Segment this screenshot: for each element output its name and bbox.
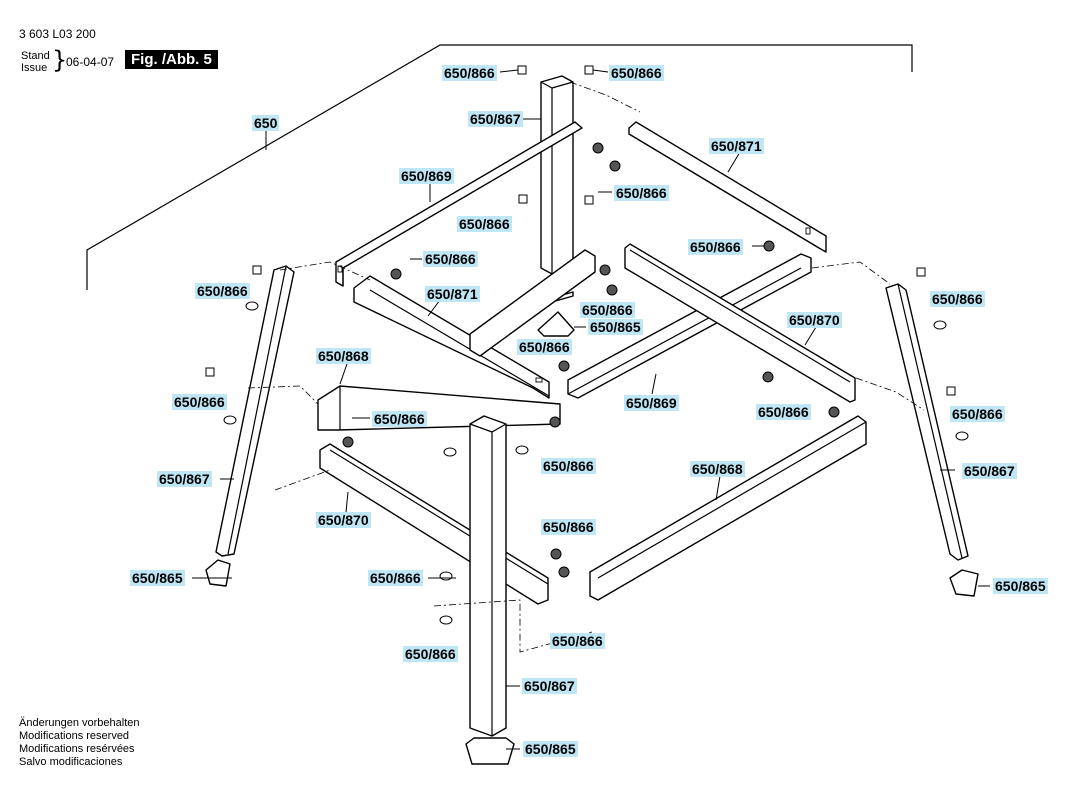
rail-871-back bbox=[628, 121, 827, 253]
callout-650-868-left: 650/868 bbox=[316, 348, 371, 364]
callout-650-866-mid: 650/866 bbox=[372, 411, 427, 427]
footer-line-en: Modifications reserved bbox=[19, 730, 130, 742]
callout-650-866-center-left: 650/866 bbox=[457, 216, 512, 232]
callout-650: 650 bbox=[252, 115, 280, 131]
footer-line-es: Salvo modificaciones bbox=[19, 756, 123, 768]
document-number: 3 603 L03 200 bbox=[19, 27, 96, 41]
callout-650-866-bottom-bolt: 650/866 bbox=[403, 646, 458, 662]
callout-650-866-left-leg: 650/866 bbox=[195, 283, 250, 299]
callout-650-870-right: 650/870 bbox=[787, 312, 842, 328]
callout-650-869-top: 650/869 bbox=[399, 168, 454, 184]
callout-650-865-left: 650/865 bbox=[130, 570, 185, 586]
leader-lines bbox=[192, 69, 990, 750]
footer-line-de: Änderungen vorbehalten bbox=[19, 717, 140, 729]
callout-650-866-right-crossbar: 650/866 bbox=[688, 239, 743, 255]
callout-650-865-right: 650/865 bbox=[993, 578, 1048, 594]
issue-label: Issue bbox=[21, 62, 48, 74]
inner-rail-right bbox=[624, 243, 856, 403]
issue-date: 06-04-07 bbox=[66, 55, 115, 69]
rail-868-right bbox=[589, 415, 867, 601]
callout-650-866-top-right: 650/866 bbox=[609, 65, 664, 81]
footer-line-fr: Modifications resérvées bbox=[19, 743, 135, 755]
callout-650-869-center: 650/869 bbox=[624, 395, 679, 411]
brace-symbol: } bbox=[52, 46, 68, 74]
callout-650-865-center: 650/865 bbox=[588, 319, 643, 335]
callout-650-866-center-low: 650/866 bbox=[580, 302, 635, 318]
callout-650-867-front: 650/867 bbox=[522, 678, 577, 694]
nuts bbox=[342, 142, 840, 578]
callout-650-871-right: 650/871 bbox=[709, 138, 764, 154]
left-leg bbox=[215, 265, 295, 557]
foot-center bbox=[537, 311, 575, 337]
inner-rail-left bbox=[469, 249, 596, 357]
callout-650-865-front: 650/865 bbox=[523, 741, 578, 757]
callout-650-866-center-mid: 650/866 bbox=[517, 339, 572, 355]
right-leg bbox=[885, 283, 969, 561]
callout-650-870-left: 650/870 bbox=[316, 512, 371, 528]
stand-label: Stand bbox=[21, 50, 50, 62]
callout-650-866-right-bracket: 650/866 bbox=[756, 404, 811, 420]
callout-650-867-right: 650/867 bbox=[962, 463, 1017, 479]
callout-650-866-lower-center: 650/866 bbox=[541, 519, 596, 535]
callout-650-866-left-mid: 650/866 bbox=[172, 394, 227, 410]
callout-650-867-left: 650/867 bbox=[157, 471, 212, 487]
assembly-bracket bbox=[86, 44, 913, 290]
foot-right bbox=[949, 569, 979, 597]
callout-650-866-center-bolt: 650/866 bbox=[541, 458, 596, 474]
callout-650-866-left-bracket: 650/866 bbox=[423, 251, 478, 267]
callout-650-867-top: 650/867 bbox=[468, 111, 523, 127]
figure-label: Fig. /Abb. 5 bbox=[125, 50, 218, 69]
callout-650-866-top-left: 650/866 bbox=[442, 65, 497, 81]
callout-650-866-lower-nut: 650/866 bbox=[550, 633, 605, 649]
foot-front bbox=[465, 737, 515, 765]
rail-868-left bbox=[317, 385, 561, 431]
crossbar-871-center bbox=[353, 275, 550, 399]
callout-650-866-right-leg: 650/866 bbox=[950, 406, 1005, 422]
callout-650-866-front-leg: 650/866 bbox=[368, 570, 423, 586]
callout-650-871-center: 650/871 bbox=[425, 286, 480, 302]
bolts bbox=[205, 65, 969, 625]
callout-650-866-far-right: 650/866 bbox=[930, 291, 985, 307]
foot-left bbox=[205, 559, 231, 587]
rail-869-center bbox=[567, 253, 812, 399]
callout-650-866-mid-right: 650/866 bbox=[614, 185, 669, 201]
front-leg bbox=[469, 415, 507, 737]
callout-650-868-right: 650/868 bbox=[690, 461, 745, 477]
